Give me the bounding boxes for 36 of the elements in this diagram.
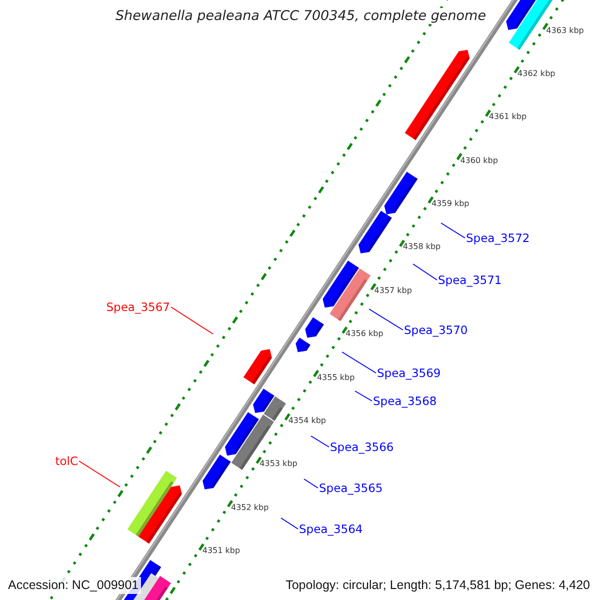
leader-line [412, 264, 438, 280]
scale-label: 4362 kbp [518, 68, 556, 79]
gene-label: Spea_3570 [404, 323, 468, 337]
leader-line [310, 436, 330, 448]
scale-label: 4361 kbp [488, 112, 527, 122]
scale-label: 4360 kbp [460, 156, 498, 166]
scale-label: 4358 kbp [402, 242, 441, 252]
leader-line [342, 352, 376, 374]
scale-label: 4359 kbp [432, 199, 470, 210]
leader-line [280, 518, 298, 530]
gene-label: Spea_3568 [373, 394, 437, 408]
scale-label: 4357 kbp [374, 286, 412, 296]
gene-label: tolC [55, 454, 78, 468]
scale-label: 4352 kbp [231, 502, 269, 513]
leader-line [78, 460, 120, 488]
footer-text: Topology: circular; Length: 5,174,581 bp; Genes: 4,420 [284, 577, 592, 594]
leader-line [368, 308, 404, 330]
scale-label: 4355 kbp [316, 372, 355, 383]
scale-label: 4353 kbp [260, 459, 298, 470]
gene-label: Spea_3564 [299, 522, 363, 536]
scale-label: 4356 kbp [346, 329, 384, 340]
gene-label: Spea_3572 [466, 231, 530, 245]
leader-line [304, 478, 318, 488]
footer-text: Accession: NC_009901 [6, 577, 141, 594]
scale-label: 4351 kbp [202, 546, 240, 556]
gene-label: Spea_3569 [377, 366, 441, 380]
gene-label: Spea_3567 [106, 300, 170, 314]
scale-label: 4363 kbp [546, 26, 584, 36]
map-title: Shewanella pealeana ATCC 700345, complete genome [113, 8, 488, 24]
leader-line [440, 222, 466, 238]
gene-label: Spea_3565 [319, 481, 383, 495]
leader-line [170, 306, 214, 334]
leader-line [354, 390, 372, 402]
gene-label: Spea_3566 [330, 440, 394, 454]
gene-label: Spea_3571 [438, 273, 502, 287]
scale-label: 4354 kbp [288, 416, 326, 426]
